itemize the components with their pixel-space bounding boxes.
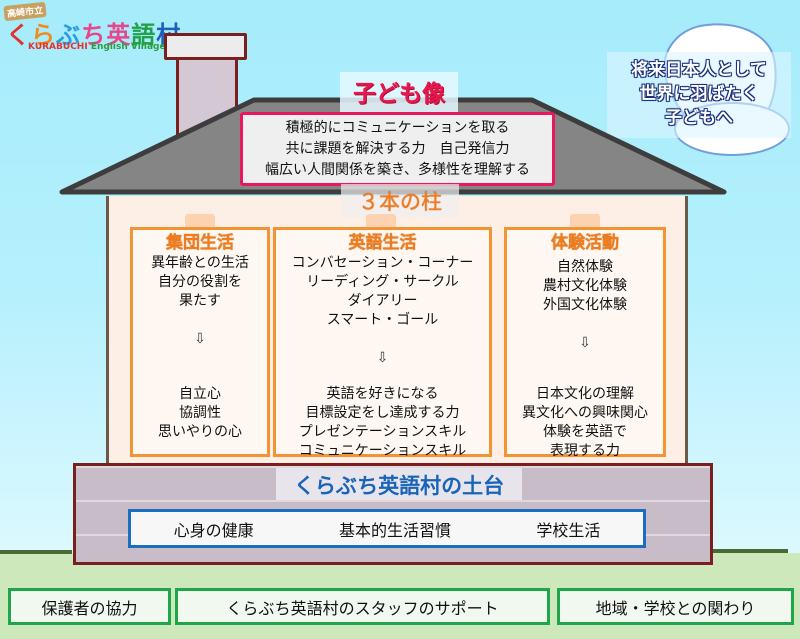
pillar-outcome: 自立心 <box>179 386 221 402</box>
child-image-line: 幅広い人間関係を築き、多様性を理解する <box>264 162 531 178</box>
pillar-outcome: コミュニケーションスキル <box>298 443 467 459</box>
logo-char: ら <box>31 21 56 49</box>
pillar-title: 体験活動 <box>551 233 619 253</box>
logo-subtitle-rest: English Village <box>90 42 166 52</box>
pillar-title: 英語生活 <box>348 233 417 253</box>
pillar-activity: 異年齢との生活 <box>151 255 249 271</box>
kurabuchi-logo: 高崎市立 くらぶち英語村 KURABUCHI English Village <box>2 1 180 54</box>
pillar-activity: コンバセーション・コーナー <box>291 255 474 271</box>
pillar-activity: 自分の役割を <box>158 274 242 290</box>
pillar-outcome: 協調性 <box>179 405 221 421</box>
pillar-english-life: 英語生活 コンバセーション・コーナー リーディング・サークル ダイアリー スマー… <box>273 227 492 459</box>
pillar-outcome: 表現する力 <box>550 443 620 459</box>
spacer <box>133 349 267 385</box>
pillar-outcome: 日本文化の理解 <box>536 386 634 402</box>
logo-subtitle: KURABUCHI English Village <box>28 42 166 52</box>
pillar-experience-activities: 体験活動 自然体験 農村文化体験 外国文化体験 ⇩ 日本文化の理解 異文化への興… <box>504 227 666 459</box>
pillar-outcome: 目標設定をし達成する力 <box>305 405 460 421</box>
child-image-title-bg <box>340 72 458 112</box>
foundation-title: くらぶち英語村の土台 <box>293 474 505 498</box>
pillar-activity: 農村文化体験 <box>543 278 627 294</box>
pillar-activity: 外国文化体験 <box>543 297 627 313</box>
pillar-outcome: 異文化への興味関心 <box>522 405 648 421</box>
grass-left <box>0 550 72 554</box>
motto-line: 将来日本人として <box>631 60 767 80</box>
pillar-outcome: 思いやりの心 <box>158 424 242 440</box>
foundation-title-bg <box>276 468 522 500</box>
pillar-title: 集団生活 <box>166 233 234 253</box>
grass-right <box>713 549 788 553</box>
spacer <box>507 353 663 385</box>
logo-char: ち <box>81 21 107 49</box>
pillar-activity: ダイアリー <box>347 293 418 309</box>
support-community-school: 地域・学校との関わり <box>557 588 794 625</box>
child-image-box: 積極的にコミュニケーションを取る 共に課題を解決する力 自己発信力 幅広い人間関… <box>240 112 555 186</box>
down-arrow-icon: ⇩ <box>579 335 591 351</box>
pillar-activity: リーディング・サークル <box>306 274 459 290</box>
pillar-outcome: プレゼンテーションスキル <box>298 424 467 440</box>
logo-subtitle-red: KURABUCHI <box>28 42 88 52</box>
child-image-line: 共に課題を解決する力 自己発信力 <box>285 141 510 157</box>
logo-char: ぶ <box>56 21 82 49</box>
pillar-activity: 自然体験 <box>557 259 613 275</box>
pillars-title: ３本の柱 <box>358 190 442 214</box>
support-staff: くらぶち英語村のスタッフのサポート <box>175 588 550 625</box>
foundation-item: 学校生活 <box>536 520 601 540</box>
pillar-activity: スマート・ゴール <box>326 312 439 328</box>
motto-panel: 将来日本人として 世界に羽ばたく 子どもへ <box>607 52 791 138</box>
foundation-items-box: 心身の健康 基本的生活習慣 学校生活 <box>128 509 646 548</box>
down-arrow-icon: ⇩ <box>376 350 389 366</box>
spacer <box>133 311 267 330</box>
pillars-title-bg <box>341 184 459 218</box>
logo-title: くらぶち英語村 <box>6 15 181 50</box>
spacer <box>276 330 489 349</box>
foundation-item: 心身の健康 <box>173 520 254 540</box>
pillar-activity: 果たす <box>179 293 221 309</box>
foundation-item: 基本的生活習慣 <box>338 520 451 540</box>
logo-char: 語 <box>131 21 157 49</box>
logo-char: 英 <box>106 21 132 49</box>
pillar-outcome: 英語を好きになる <box>326 386 439 402</box>
spacer <box>276 368 489 385</box>
pillar-outcome: 体験を英語で <box>543 424 627 440</box>
down-arrow-icon: ⇩ <box>194 331 206 347</box>
pillar-group-life: 集団生活 異年齢との生活 自分の役割を 果たす ⇩ 自立心 協調性 思いやりの心 <box>130 227 270 457</box>
child-image-line: 積極的にコミュニケーションを取る <box>285 120 510 136</box>
motto-line: 世界に羽ばたく <box>639 84 759 104</box>
spacer <box>507 315 663 334</box>
support-parents: 保護者の協力 <box>8 588 171 625</box>
logo-char: く <box>6 21 31 49</box>
child-image-title: 子ども像 <box>353 81 445 107</box>
chimney-cap <box>164 33 247 60</box>
motto-line: 子どもへ <box>665 108 733 128</box>
